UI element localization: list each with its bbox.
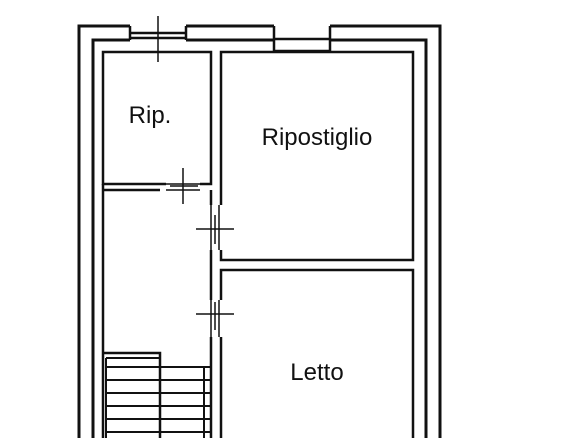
room-label-letto: Letto xyxy=(290,359,343,386)
exterior-wall xyxy=(77,24,442,438)
room-rip: Rip. xyxy=(101,50,213,186)
room-label-rip: Rip. xyxy=(129,102,172,129)
window-right xyxy=(272,24,332,53)
door-ripostiglio xyxy=(196,205,234,250)
room-letto: Letto xyxy=(219,268,415,438)
room-ripostiglio: Ripostiglio xyxy=(219,50,415,262)
door-rip xyxy=(166,168,200,204)
staircase xyxy=(103,351,211,438)
room-label-ripostiglio: Ripostiglio xyxy=(262,124,373,151)
window-cross-top xyxy=(140,16,176,62)
door-letto xyxy=(196,300,234,337)
corridor xyxy=(101,184,213,438)
